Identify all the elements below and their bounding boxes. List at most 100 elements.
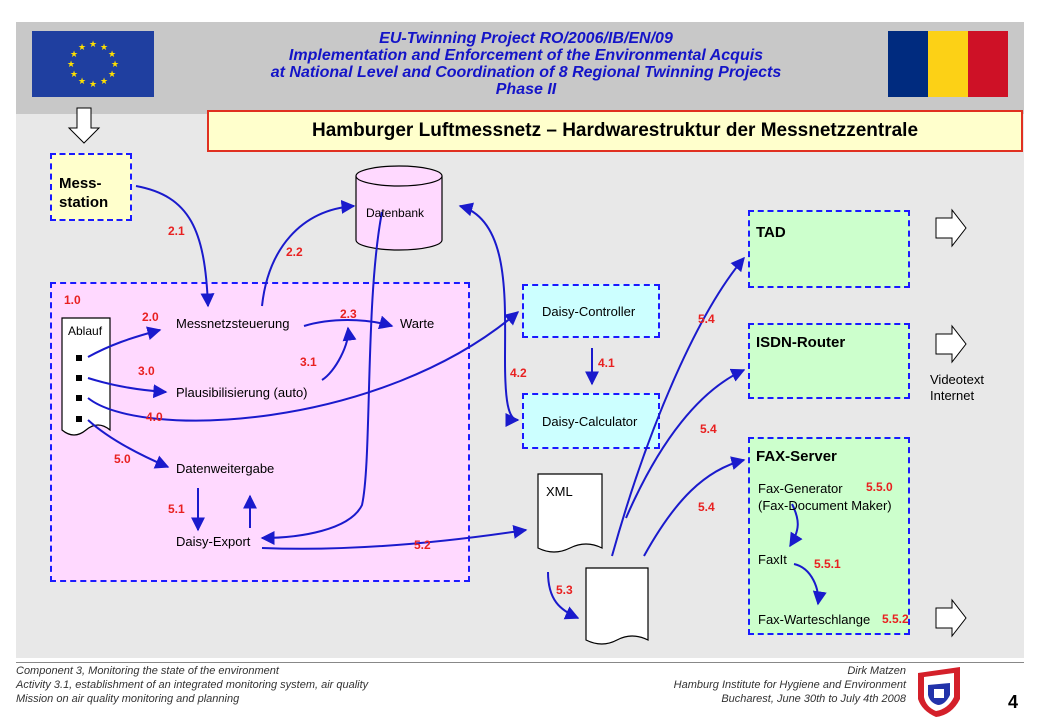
arrow-2-3 (303, 315, 394, 330)
arrow-4-2 (458, 202, 520, 427)
header-banner: ★★★ ★★★ ★★★ ★★★ EU-Twinning Project RO/2… (16, 22, 1024, 114)
daisy-calculator-label: Daisy-Calculator (542, 414, 638, 429)
warte-label: Warte (400, 316, 435, 331)
step-label-5-4-fax: 5.4 (698, 500, 715, 514)
fax-generator-label: Fax-Generator (758, 481, 843, 496)
svg-text:★: ★ (111, 60, 119, 70)
step-label-5-5-2: 5.5.2 (882, 612, 909, 626)
daisy-export-label: Daisy-Export (176, 534, 251, 549)
daisy-controller-label: Daisy-Controller (542, 304, 636, 319)
footer-right-2: Hamburg Institute for Hygiene and Enviro… (673, 679, 906, 691)
svg-text:★: ★ (70, 50, 78, 60)
step-label-5-3: 5.3 (556, 583, 573, 597)
zentrale-panel (50, 282, 470, 582)
fax-server-label: FAX-Server (756, 448, 837, 465)
arrow-5-3 (547, 571, 580, 620)
arrow-5-4-tad (611, 256, 745, 557)
xml-label: XML (546, 484, 573, 499)
step-label-5-1: 5.1 (168, 502, 185, 516)
down-arrow-icon (67, 107, 101, 144)
daisy-calculator-box: Daisy-Calculator (522, 393, 660, 449)
step-label-4-0: 4.0 (146, 410, 163, 424)
footer-right-1: Dirk Matzen (847, 665, 906, 677)
arrow-5-2 (261, 524, 528, 550)
arrow-5-4-fax (643, 456, 746, 557)
fax-server-box: FAX-Server (748, 437, 910, 635)
arrow-2-0 (87, 326, 162, 358)
slide-title: Hamburger Luftmessnetz – Hardwarestruktu… (207, 110, 1023, 152)
tad-output-arrow-icon (935, 208, 967, 248)
daisy-controller-box: Daisy-Controller (522, 284, 660, 338)
step-label-5-0: 5.0 (114, 452, 131, 466)
step-label-4-2: 4.2 (510, 366, 527, 380)
step-label-5-5-0: 5.5.0 (866, 480, 893, 494)
svg-text:★: ★ (108, 70, 116, 80)
messstation-label-2: station (59, 194, 109, 211)
datenbank-label: Datenbank (366, 206, 425, 220)
step-label-4-1: 4.1 (598, 356, 615, 370)
isdn-router-label: ISDN-Router (756, 334, 846, 351)
arrow-5-5-1 (793, 563, 827, 606)
svg-text:★: ★ (89, 40, 97, 50)
svg-text:★: ★ (100, 43, 108, 53)
plausibilisierung-label: Plausibilisierung (auto) (176, 385, 308, 400)
fax-output-arrow-icon (935, 598, 967, 638)
messnetzsteuerung-label: Messnetzsteuerung (176, 316, 290, 331)
svg-text:★: ★ (78, 77, 86, 87)
eu-flag-icon: ★★★ ★★★ ★★★ ★★★ (32, 31, 154, 97)
header-line-3: at National Level and Coordination of 8 … (270, 64, 782, 81)
datenweitergabe-label: Datenweitergabe (176, 461, 275, 476)
footer-left-1: Component 3, Monitoring the state of the… (16, 665, 279, 677)
institute-logo-icon (912, 663, 968, 719)
footer-divider (16, 662, 1024, 663)
svg-text:★: ★ (70, 70, 78, 80)
tad-box: TAD (748, 210, 910, 288)
ablauf-label: Ablauf (68, 324, 103, 338)
svg-text:★: ★ (89, 80, 97, 90)
step-label-5-2: 5.2 (414, 538, 431, 552)
fax-warteschlange-label: Fax-Warteschlange (758, 612, 871, 627)
arrow-5-4-isdn (625, 368, 746, 519)
svg-text:★: ★ (78, 43, 86, 53)
isdn-router-box: ISDN-Router (748, 323, 910, 399)
arrow-3-0 (87, 377, 168, 399)
output-document (585, 567, 649, 645)
datenbank-cylinder (355, 165, 443, 251)
footer-left-2: Activity 3.1, establishment of an integr… (16, 679, 369, 691)
step-label-1-0: 1.0 (64, 293, 81, 307)
svg-text:★: ★ (67, 60, 75, 70)
videotext-label: Videotext (930, 372, 984, 387)
step-label-5-4-tad: 5.4 (698, 312, 715, 326)
arrow-5-5-0 (789, 503, 803, 548)
step-label-2-3: 2.3 (340, 307, 357, 321)
header-line-2: Implementation and Enforcement of the En… (288, 47, 764, 64)
arrow-5-0 (87, 419, 170, 469)
internet-label: Internet (930, 388, 975, 403)
messstation-box: Mess- station (50, 153, 132, 221)
tad-label: TAD (756, 224, 786, 241)
step-label-2-1: 2.1 (168, 224, 185, 238)
page-number: 4 (1008, 692, 1019, 712)
romania-flag-icon (888, 31, 1008, 97)
step-label-2-0: 2.0 (142, 310, 159, 324)
svg-text:★: ★ (108, 50, 116, 60)
footer-right-3: Bucharest, June 30th to July 4th 2008 (721, 693, 906, 705)
ablauf-document (61, 317, 111, 436)
header-line-4: Phase II (495, 81, 557, 98)
step-label-5-4-isdn: 5.4 (700, 422, 717, 436)
step-label-3-1: 3.1 (300, 355, 317, 369)
isdn-output-arrow-icon (935, 324, 967, 364)
footer-left-3: Mission on air quality monitoring and pl… (16, 693, 240, 705)
arrow-4-0 (87, 311, 520, 422)
arrow-3-1 (321, 326, 357, 381)
svg-text:★: ★ (100, 77, 108, 87)
arrow-2-2 (261, 199, 356, 307)
arrow-db-export (260, 211, 383, 545)
step-label-2-2: 2.2 (286, 245, 303, 259)
xml-document (537, 473, 603, 553)
messstation-label-1: Mess- (59, 175, 102, 192)
fax-document-maker-label: (Fax-Document Maker) (758, 498, 892, 513)
arrow-2-1 (135, 185, 215, 308)
header-line-1: EU-Twinning Project RO/2006/IB/EN/09 (379, 30, 673, 47)
